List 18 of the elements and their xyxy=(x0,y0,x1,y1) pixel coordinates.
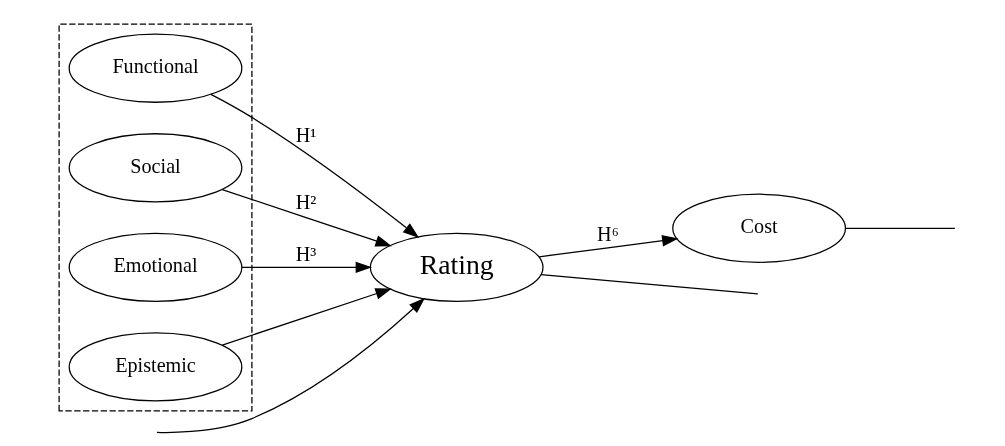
arrow xyxy=(156,297,426,433)
node-ellipse: Emotional xyxy=(68,232,243,302)
connector xyxy=(540,273,759,294)
arrow xyxy=(221,287,392,346)
edge-label: H² xyxy=(295,190,317,213)
node-ellipse: Social xyxy=(68,132,243,202)
cluster xyxy=(58,23,253,412)
arrow xyxy=(241,261,373,273)
connector xyxy=(845,227,956,229)
node-ellipse: Cost xyxy=(672,193,847,263)
edge-label: H⁶ xyxy=(597,222,619,245)
arrow xyxy=(221,188,392,246)
node-ellipse: Functional xyxy=(68,33,243,103)
edge-label: H³ xyxy=(295,242,317,265)
edge-label: H¹ xyxy=(295,123,317,146)
node-ellipse: Epistemic xyxy=(68,331,243,402)
arrow xyxy=(538,234,679,257)
arrow xyxy=(210,93,420,238)
